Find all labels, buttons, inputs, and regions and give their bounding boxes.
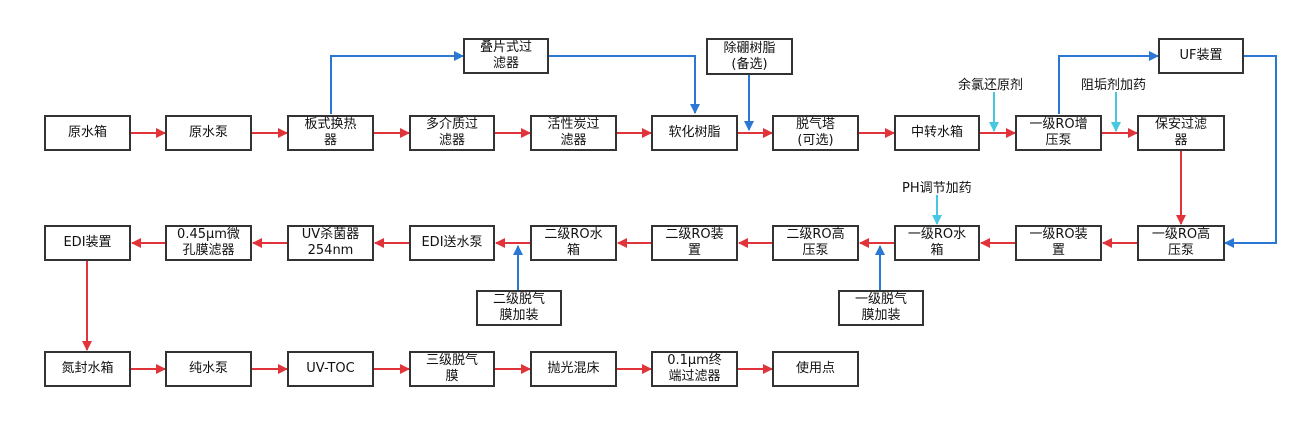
node-edisongshui: EDI送水泵	[409, 225, 495, 261]
node-uf: UF装置	[1158, 38, 1244, 74]
node-duojiezhi: 多介质过 滤器	[409, 115, 495, 151]
node-erjishuixiang: 二级RO水 箱	[530, 225, 617, 261]
arrow-diepianshi-ruanhua	[549, 55, 700, 114]
arrow-uf-yijigaoya	[1224, 55, 1277, 248]
node-yuanshuixiang: 原水箱	[44, 115, 131, 151]
node-yijigaoya: 一级RO高 压泵	[1137, 225, 1225, 261]
node-chupeng: 除硼树脂 (备选)	[706, 38, 793, 75]
label-ph: PH调节加药	[902, 181, 972, 196]
node-ruanhua: 软化树脂	[651, 115, 738, 151]
node-wei045: 0.45μm微 孔膜滤器	[165, 225, 252, 261]
node-chunshuibeng: 纯水泵	[165, 351, 252, 387]
node-erjizhuangzhi: 二级RO装 置	[651, 225, 738, 261]
arrow-banshi-diepianshi	[330, 51, 464, 114]
node-yuanshuibeng: 原水泵	[165, 115, 252, 151]
node-huoxingtan: 活性炭过 滤器	[530, 115, 617, 151]
node-yijizengya: 一级RO增 压泵	[1015, 115, 1102, 151]
node-zhongduan: 0.1μm终 端过滤器	[651, 351, 738, 387]
node-danfeng: 氮封水箱	[44, 351, 131, 387]
node-shiyongdian: 使用点	[772, 351, 859, 387]
node-sanjituoqi: 三级脱气 膜	[409, 351, 495, 387]
node-tuoqita: 脱气塔 (可选)	[772, 115, 859, 151]
node-uvtoc: UV-TOC	[287, 351, 374, 387]
node-paoguang: 抛光混床	[530, 351, 617, 387]
node-yijituoqimo: 一级脱气 膜加装	[838, 290, 924, 326]
node-yijizhuangzhi: 一级RO装 置	[1015, 225, 1102, 261]
node-edi: EDI装置	[44, 225, 131, 261]
node-zhongzhuan: 中转水箱	[894, 115, 980, 151]
arrow-yijizengya-uf	[1058, 51, 1159, 114]
node-erjituoqimo: 二级脱气 膜加装	[476, 290, 562, 326]
node-banshi: 板式换热 器	[287, 115, 374, 151]
node-yijishuixiang: 一级RO水 箱	[894, 225, 980, 261]
node-erjigaoya: 二级RO高 压泵	[772, 225, 859, 261]
node-baoan: 保安过滤 器	[1137, 115, 1225, 151]
node-diepianshi: 叠片式过 滤器	[463, 38, 549, 74]
label-zugou: 阻垢剂加药	[1081, 78, 1147, 93]
label-yulv: 余氯还原剂	[958, 78, 1024, 93]
node-uvshajun: UV杀菌器 254nm	[287, 225, 374, 261]
